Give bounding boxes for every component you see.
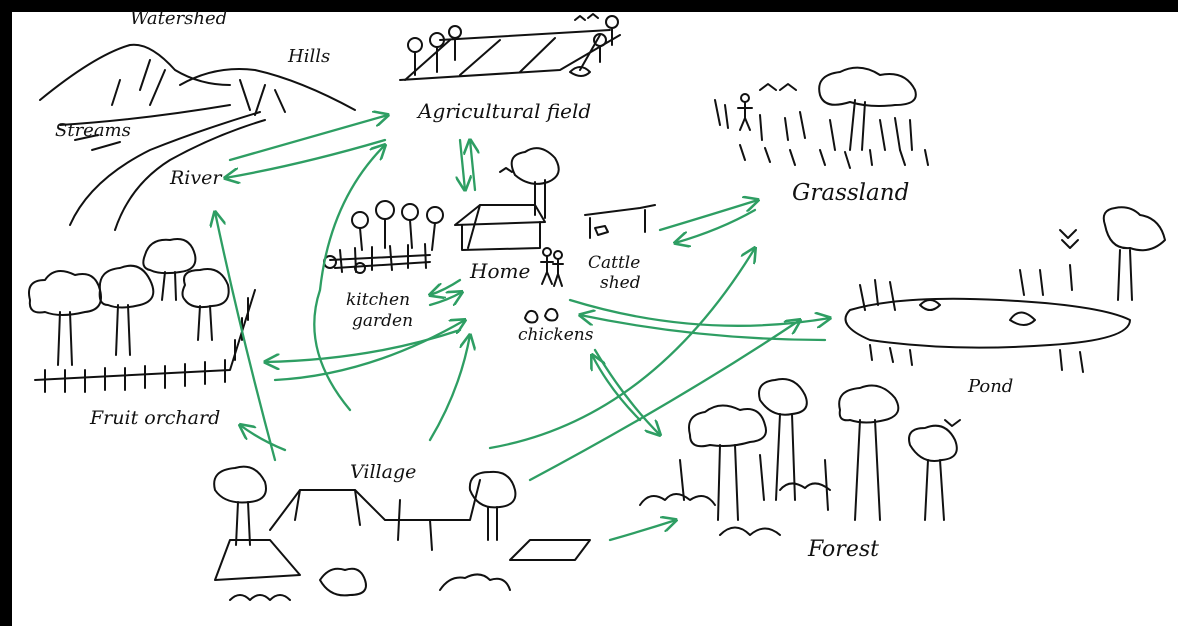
arrow-home-to-grassland (658, 200, 758, 232)
river-sketch (69, 111, 266, 231)
label-home: Home (469, 259, 530, 283)
chickens-sketch (524, 307, 559, 324)
label-forest: Forest (807, 537, 879, 562)
hills-sketch (39, 43, 356, 126)
arrow-orchard-to-home (273, 320, 465, 382)
arrow-home-to-pond (568, 298, 830, 326)
label-cattle: Cattle (588, 253, 640, 273)
arrow-village-to-river-left (215, 212, 277, 462)
agricultural-field-sketch (399, 13, 621, 81)
forest-sketch (639, 378, 961, 536)
label-streams: Streams (55, 120, 131, 141)
arrow-field-to-river (225, 138, 387, 178)
arrow-home-to-orchard (265, 328, 462, 362)
arrow-village-to-home (428, 335, 470, 442)
arrow-village-to-forest (608, 520, 676, 542)
fruit-orchard-sketch (28, 238, 256, 393)
label-kitchen: kitchen (346, 290, 410, 310)
arrow-forest-to-home (592, 355, 642, 422)
arrow-home-to-kitchen-garden (430, 278, 462, 295)
arrow-kitchen-garden-to-home (428, 292, 462, 305)
frame-top-border (0, 0, 1178, 12)
arrow-home-to-forest (593, 348, 660, 435)
label-village: Village (350, 461, 416, 483)
label-pond: Pond (967, 376, 1013, 397)
pond-sketch (844, 206, 1166, 373)
arrow-village-to-pond (528, 320, 800, 482)
arrow-pond-to-home (580, 315, 827, 342)
label-garden: garden (352, 311, 413, 331)
cattle-shed-sketch (584, 204, 656, 239)
arrow-village-to-orchard (240, 425, 287, 452)
arrow-field-to-home (460, 138, 465, 190)
arrows (215, 115, 830, 542)
label-grassland: Grassland (792, 180, 909, 206)
home-sketch (454, 147, 560, 251)
arrow-grassland-to-home (675, 208, 757, 243)
label-hills: Hills (287, 46, 330, 67)
label-watershed: Watershed (130, 8, 227, 29)
label-agricultural-field: Agricultural field (416, 99, 591, 123)
label-shed: shed (600, 273, 641, 293)
kitchen-garden-sketch (323, 200, 444, 274)
label-fruit-orchard: Fruit orchard (89, 407, 220, 429)
frame-left-border (0, 0, 12, 626)
arrow-village-to-grassland (488, 248, 755, 450)
arrow-home-to-field (470, 140, 475, 192)
label-chickens: chickens (518, 325, 594, 345)
labels: Watershed Hills Streams River Agricultur… (55, 8, 1013, 562)
village-sketch (213, 465, 591, 601)
people-sketch (540, 247, 564, 287)
label-river: River (169, 167, 223, 189)
arrow-village-to-river (313, 145, 385, 412)
grassland-sketch (714, 66, 929, 169)
arrow-river-to-field (228, 115, 388, 162)
